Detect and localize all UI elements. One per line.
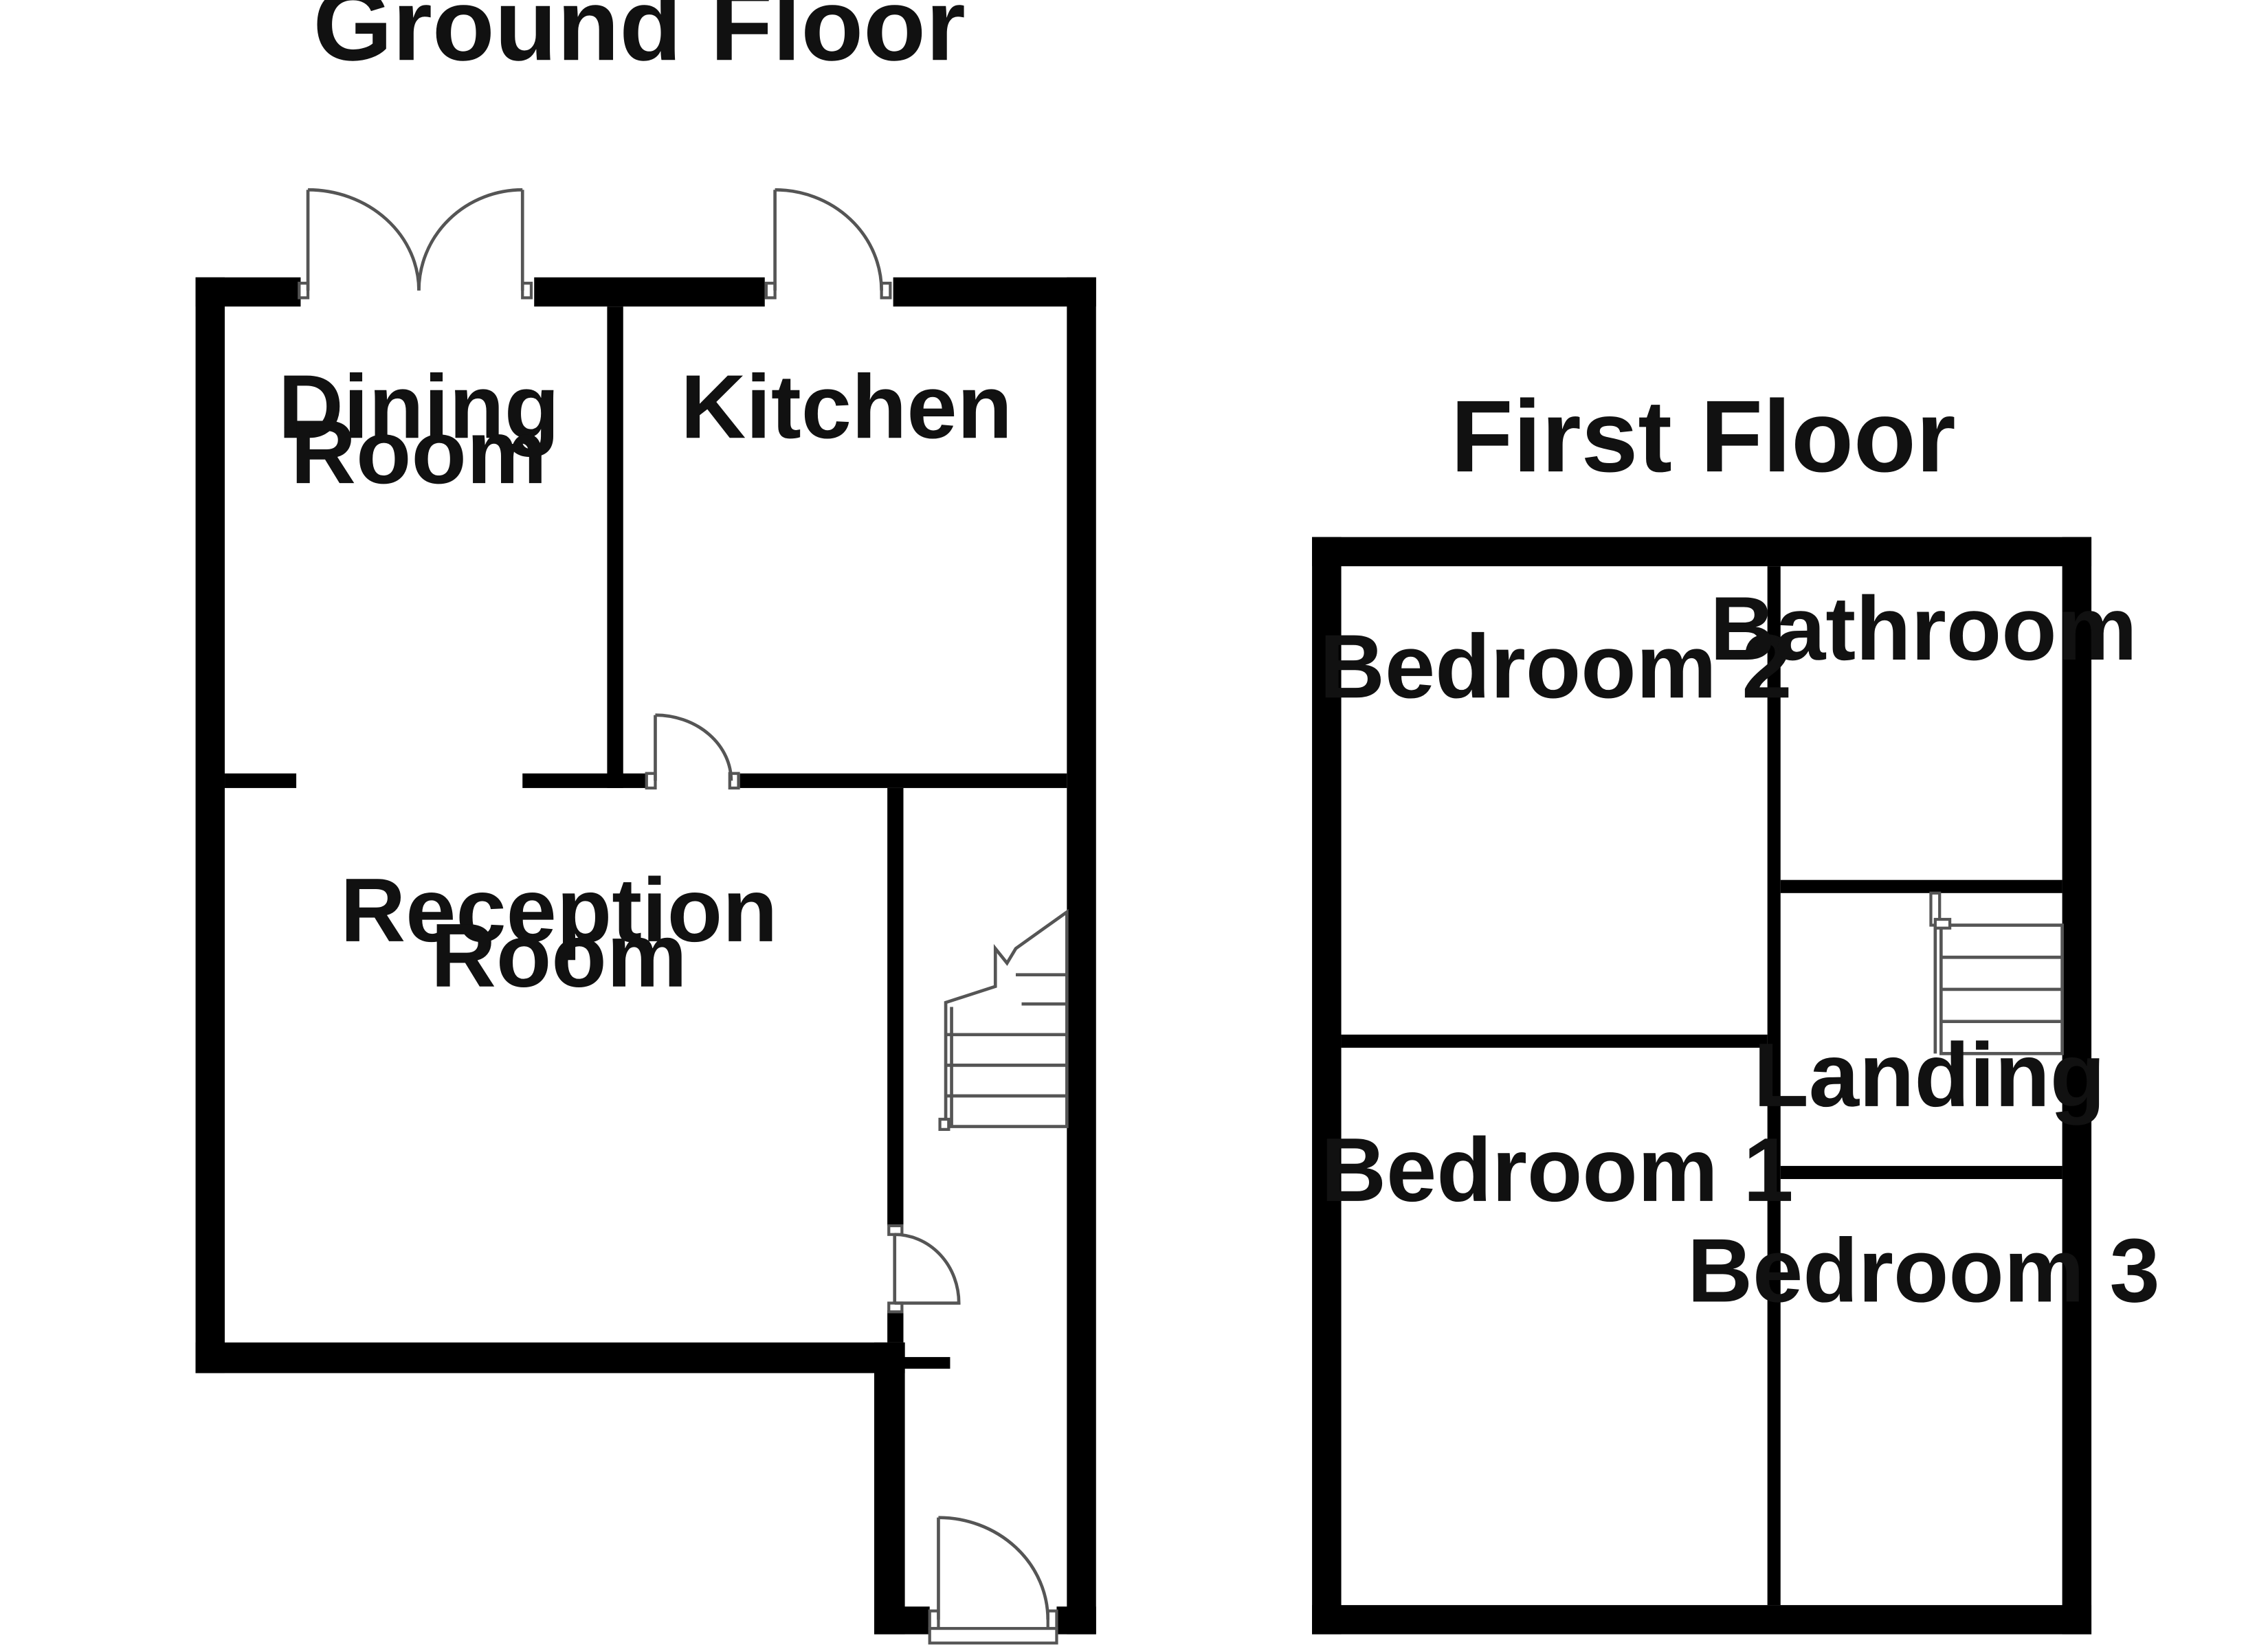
first-floor-plan: First Floor Bedroom 2 Bathroom Landing B… [1312,379,2160,1635]
hall-wall-bottom-right [1056,1606,1096,1635]
first-staircase-icon [1929,891,2064,1055]
ground-wall-top-right [893,277,1096,307]
bedroom2-label: Bedroom 2 [1320,616,1792,717]
ground-wall-bottom [195,1342,905,1373]
dining-room-label-line2: Room [291,401,547,502]
landing-label: Landing [1753,1024,2105,1125]
bathroom-landing-partition [1780,879,2063,893]
first-wall-left [1312,537,1342,1635]
french-door-icon [298,188,533,300]
hall-wall-notch [903,1357,950,1369]
hall-wall-stub [887,1310,904,1343]
dining-kitchen-partition [607,306,623,788]
reception-room-label-line2: Room [431,905,687,1006]
first-wall-right [2062,537,2092,1635]
kitchen-door-icon [764,188,892,300]
hall-wall-vertical [887,787,904,1226]
bedroom1-label: Bedroom 1 [1321,1119,1794,1220]
ground-floor-plan: Ground Floor [195,0,1096,1645]
ground-wall-right [1067,277,1096,1635]
dining-room-label-line1: Dining [278,356,560,457]
bathroom-label: Bathroom [1710,578,2137,679]
first-partition-vertical [1767,566,1781,1606]
ground-wall-top-mid [534,277,765,307]
partition-kitchen-bottom [740,773,1067,788]
first-floor-title: First Floor [1451,379,1956,493]
partition-stub-mid [522,773,647,788]
bedroom2-bedroom1-partition [1341,1034,1768,1048]
ground-floor-title: Ground Floor [313,0,965,82]
partition-stub-left [225,773,297,788]
ground-staircase-icon [938,908,1069,1131]
reception-room-label-line1: Reception [340,860,777,961]
bedroom3-label: Bedroom 3 [1687,1220,2160,1321]
ground-wall-left [195,277,225,1373]
hall-wall-bottom-left [874,1606,930,1635]
hall-wall-left [874,1342,905,1635]
first-wall-bottom [1312,1605,2092,1635]
hall-door-icon [887,1224,961,1314]
landing-bedroom3-partition [1780,1165,2063,1180]
internal-door-icon [645,713,740,790]
front-door-icon [928,1516,1058,1645]
first-wall-top [1312,537,2092,567]
kitchen-label: Kitchen [680,356,1012,457]
